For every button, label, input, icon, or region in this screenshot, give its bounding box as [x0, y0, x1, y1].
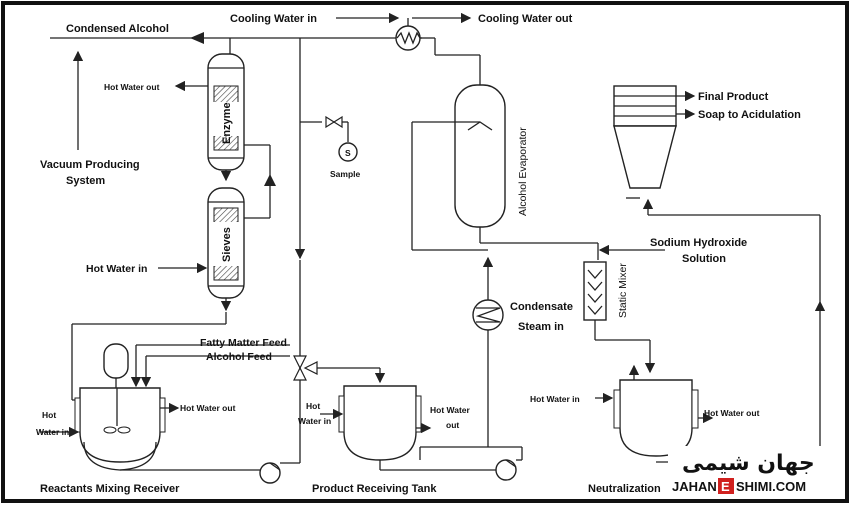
label-hot-water-in-left-2: Water in: [36, 427, 69, 437]
label-hot-water-out-prt-2: out: [446, 420, 459, 430]
steam-heater: [472, 299, 504, 331]
pump-1: [259, 462, 281, 484]
label-cooling-water-in: Cooling Water in: [230, 13, 317, 25]
label-cooling-water-out: Cooling Water out: [478, 13, 573, 25]
watermark-latin-e: E: [721, 479, 730, 494]
label-sodium-hydroxide-line2: Solution: [682, 253, 726, 265]
label-fatty-matter-feed: Fatty Matter Feed: [200, 337, 287, 349]
pump-2: [495, 459, 517, 481]
label-neutralization: Neutralization: [588, 483, 661, 495]
sieves-column: [207, 187, 245, 299]
label-hot-water-out-top: Hot Water out: [104, 82, 160, 92]
label-sodium-hydroxide-line1: Sodium Hydroxide: [650, 237, 747, 249]
label-hot-water-in-prt-1: Hot: [306, 401, 320, 411]
label-hot-water-out-prt-1: Hot Water: [430, 405, 471, 415]
label-hot-water-in-neut: Hot Water in: [530, 394, 580, 404]
label-soap-to-acidulation: Soap to Acidulation: [698, 109, 801, 121]
label-alcohol-evaporator: Alcohol Evaporator: [517, 127, 529, 216]
label-sieves: Sieves: [221, 227, 233, 262]
sample-valve: [325, 115, 343, 129]
label-sample-symbol: S: [345, 148, 351, 158]
product-receiving-tank: [338, 385, 422, 461]
watermark-persian: جهان شیمی: [682, 451, 815, 476]
diagram-border: [1, 1, 849, 503]
label-alcohol-feed: Alcohol Feed: [206, 351, 272, 363]
label-static-mixer: Static Mixer: [617, 263, 629, 318]
condenser: [395, 25, 421, 51]
label-condensate: Condensate: [510, 301, 573, 313]
watermark-latin-left: JAHAN: [672, 479, 717, 494]
label-reactants-mixing-receiver: Reactants Mixing Receiver: [40, 483, 180, 495]
label-condensed-alcohol: Condensed Alcohol: [66, 23, 169, 35]
static-mixer: [583, 261, 607, 321]
label-final-product: Final Product: [698, 91, 769, 103]
label-hot-water-out-neut: Hot Water out: [704, 408, 760, 418]
label-vacuum-line1: Vacuum Producing: [40, 159, 140, 171]
label-hot-water-in-left-1: Hot: [42, 410, 56, 420]
label-hot-water-in-prt-2: Water in: [298, 416, 331, 426]
reactants-mixing-receiver: [74, 343, 166, 471]
label-vacuum-line2: System: [66, 175, 105, 187]
label-product-receiving-tank: Product Receiving Tank: [312, 483, 437, 495]
alcohol-evaporator: [454, 84, 506, 228]
label-steam-in: Steam in: [518, 321, 564, 333]
label-sample: Sample: [330, 169, 361, 179]
label-hot-water-out-left: Hot Water out: [180, 403, 236, 413]
jahaneshimi-watermark: جهان شیمی JAHAN E SHIMI.COM: [668, 446, 828, 496]
neutralization-tank: [613, 379, 699, 457]
label-hot-water-in-mid: Hot Water in: [86, 263, 147, 275]
three-way-valve: [293, 355, 318, 381]
label-enzyme: Enzyme: [221, 102, 233, 144]
enzyme-column: [207, 53, 245, 171]
flow-arrow-condensed: [190, 32, 204, 44]
centrifuge-separator: [613, 85, 677, 189]
sample-point: [338, 142, 358, 162]
watermark-latin-right: SHIMI.COM: [736, 479, 806, 494]
